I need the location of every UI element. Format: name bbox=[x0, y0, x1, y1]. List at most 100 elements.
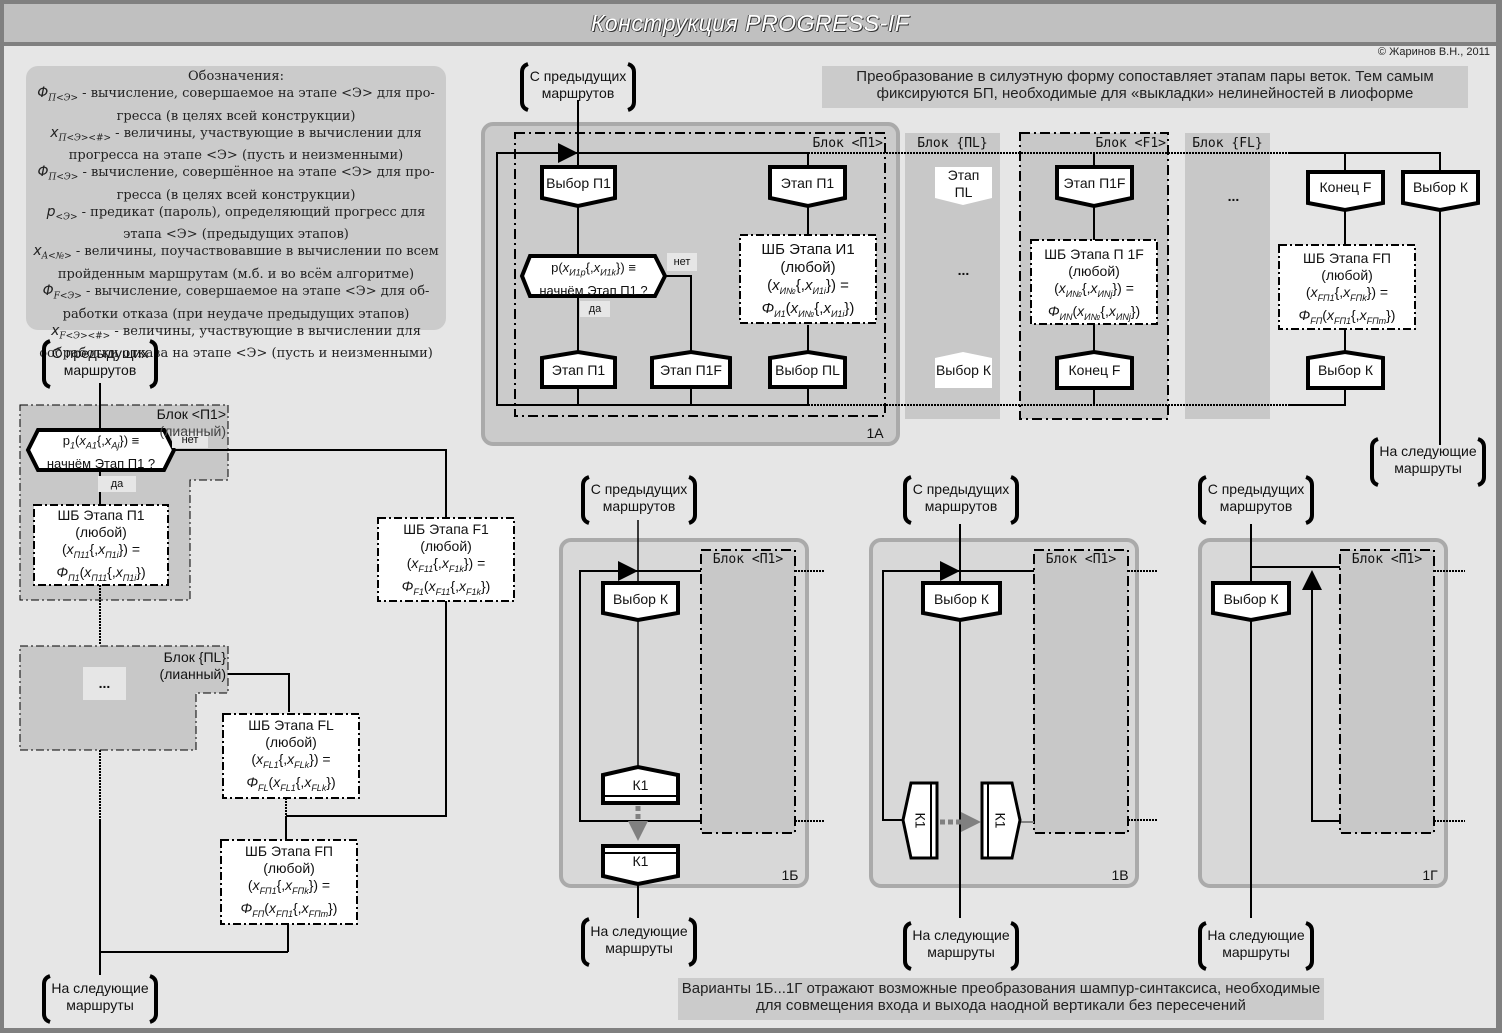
legend-item: xF<Э><#> - величины, участвующие в вычис… bbox=[39, 322, 433, 362]
terminator-bracket bbox=[1010, 921, 1019, 971]
1a-sb-i1: ШБ Этапа И1(любой)(xИ№{,xИ1i}) =ΦИ1(xИ№{… bbox=[761, 241, 855, 319]
diagram-1a bbox=[481, 100, 1480, 446]
1g-block-label: Блок <П1> bbox=[1351, 552, 1423, 567]
1a-vybor-k: Выбор К bbox=[1412, 179, 1469, 195]
terminator-bracket bbox=[149, 974, 158, 1024]
title-bar: Конструкция PROGRESS-IF bbox=[4, 4, 1496, 46]
terminator-bracket bbox=[1305, 475, 1314, 525]
terminator-bracket bbox=[688, 475, 697, 525]
sb-p1-box bbox=[33, 504, 169, 586]
1v-label: 1В bbox=[1111, 867, 1129, 883]
f1-etap-shape bbox=[1055, 165, 1134, 209]
terminator-bracket bbox=[1370, 437, 1379, 487]
terminator-bracket bbox=[688, 917, 697, 967]
1a-vybor-p1: Выбор П1 bbox=[546, 175, 611, 191]
note-bottom: Варианты 1Б...1Г отражают возможные прео… bbox=[678, 978, 1324, 1020]
legend-heading: Обозначения: bbox=[187, 69, 284, 84]
terminator-bracket bbox=[1198, 475, 1207, 525]
terminator-bracket bbox=[42, 339, 51, 389]
vybor-p1-shape bbox=[540, 165, 617, 209]
legend-item: xП<Э><#> - величины, участвующие в вычис… bbox=[50, 124, 422, 164]
terminator-bracket bbox=[903, 921, 912, 971]
pl-etap-shape bbox=[935, 167, 992, 205]
legend-item: p<Э> - предикат (пароль), определяющий п… bbox=[46, 203, 426, 243]
left-block-p1-label: Блок <П1>(лианный) bbox=[156, 406, 226, 439]
1v-k1-left: К1 bbox=[912, 812, 929, 829]
diagram-1v bbox=[869, 524, 1158, 918]
terminator-bracket bbox=[903, 475, 912, 525]
vybor-pl-shape bbox=[768, 349, 847, 389]
1a-decision-text: p(xИ1p{,xИ1k}) ≡начнём Этап П1 ? bbox=[539, 260, 648, 298]
1b-vybor-k: Выбор К bbox=[612, 591, 669, 607]
left-sb-fp: ШБ Этапа FП(любой)(xFП1{,xFПk}) =ΦFП(xFП… bbox=[240, 843, 338, 919]
legend-items: ΦП<Э> - вычисление, совершаемое на этапе… bbox=[26, 85, 446, 362]
left-sb-fl: ШБ Этапа FL(любой)(xFL1{,xFLk}) =ΦFL(xFL… bbox=[246, 717, 336, 793]
terminator-bracket bbox=[627, 62, 636, 112]
dots-box bbox=[83, 667, 126, 700]
diagram-1b bbox=[559, 520, 825, 918]
decision-1a bbox=[519, 254, 668, 298]
legend-item: ΦF<Э> - вычисление, совершаемое на этапе… bbox=[42, 282, 430, 322]
block-p1-1a bbox=[514, 132, 886, 417]
1a-yes-label: да bbox=[588, 303, 602, 315]
etap-p1f-shape bbox=[650, 349, 732, 389]
1a-vybor-pl: Выбор ПL bbox=[775, 362, 840, 378]
left-sb-p1: ШБ Этапа П1(любой)(xП11{,xП1i}) =ΦП1(xП1… bbox=[56, 507, 146, 583]
1b-block-label: Блок <П1> bbox=[712, 552, 784, 567]
1v-k1-right: К1 bbox=[992, 812, 1009, 829]
sb-fl-box bbox=[222, 713, 360, 799]
terminator-bracket bbox=[1477, 437, 1486, 487]
terminator-bracket bbox=[520, 62, 529, 112]
1a-f1-etap: Этап П1F bbox=[1063, 175, 1126, 191]
page-title: Конструкция PROGRESS-IF bbox=[590, 10, 910, 36]
1a-sb-fp: ШБ Этапа FП(любой)(xFП1{,xFПk}) =ΦFП(xFП… bbox=[1298, 250, 1396, 326]
legend-panel: Обозначения: ΦП<Э> - вычисление, соверша… bbox=[26, 66, 446, 361]
legend-item: ΦП<Э> - вычисление, совершаемое на этапе… bbox=[37, 85, 435, 124]
1a-block-p1-label: Блок <П1> bbox=[812, 136, 883, 151]
sb-fp-1a-box bbox=[1278, 244, 1416, 330]
pl-vybor-shape bbox=[935, 352, 992, 388]
sb-i1-box bbox=[739, 234, 877, 324]
1a-block-pl-label: Блок {ПL} bbox=[917, 136, 988, 151]
etap-p1-shape bbox=[540, 349, 617, 389]
vybor-k-shape bbox=[1401, 170, 1480, 213]
1a-fl-konec: Конец F bbox=[1319, 179, 1372, 195]
1b-k1-bottom: К1 bbox=[632, 853, 649, 869]
1a-etap-p1: Этап П1 bbox=[551, 362, 606, 378]
sb-fp-box bbox=[220, 839, 358, 925]
decision-left bbox=[25, 428, 177, 472]
left-block-pl-label: Блок {ПL}(лианный) bbox=[159, 649, 226, 682]
terminator-bracket bbox=[1010, 475, 1019, 525]
left-dots: ... bbox=[98, 675, 111, 691]
terminator-bracket bbox=[1305, 921, 1314, 971]
1v-vybor-k: Выбор К bbox=[933, 591, 990, 607]
left-no-label: нет bbox=[181, 434, 199, 446]
1a-pl-dots: ... bbox=[957, 262, 970, 278]
1g-label: 1Г bbox=[1422, 867, 1438, 883]
fl-vybor-shape bbox=[1306, 349, 1385, 390]
terminator-bracket bbox=[581, 917, 590, 967]
1a-label: 1А bbox=[866, 425, 884, 441]
1a-fl-vybor-k: Выбор К bbox=[1317, 362, 1374, 378]
block-fl-1a bbox=[1185, 133, 1270, 419]
1b-k1-top: К1 bbox=[632, 777, 649, 793]
note-top: Преобразование в силуэтную форму сопоста… bbox=[822, 66, 1468, 108]
1a-etap-p1f: Этап П1F bbox=[660, 362, 722, 378]
copyright: © Жаринов В.Н., 2011 bbox=[1377, 46, 1490, 58]
1b-label: 1Б bbox=[781, 867, 799, 883]
terminator-brackets bbox=[42, 62, 1486, 1024]
sb-p1f-box bbox=[1030, 239, 1158, 325]
1a-block-f1-label: Блок <F1> bbox=[1095, 136, 1166, 151]
legend-item: xA<№> - величины, поучаствовавшие в вычи… bbox=[33, 243, 439, 282]
